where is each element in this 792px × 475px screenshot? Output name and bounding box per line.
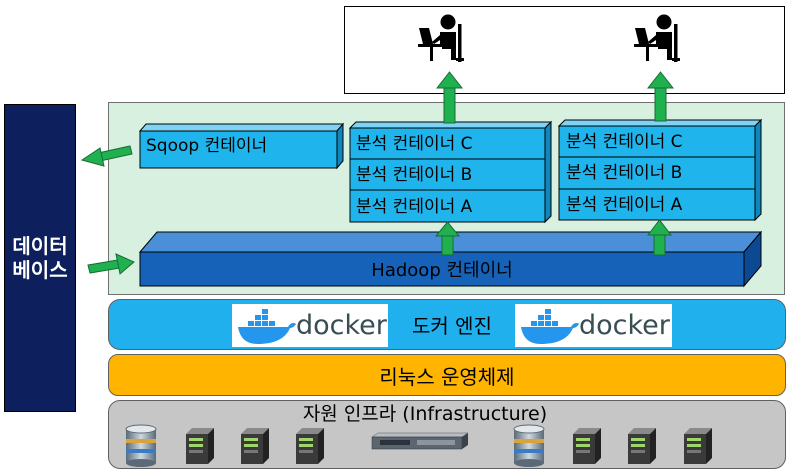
docker-engine-label: 도커 엔진: [412, 313, 492, 338]
docker-engine-band: [108, 299, 786, 350]
hadoop-label: Hadoop 컨테이너: [371, 260, 513, 281]
analysis-right-b: 분석 컨테이너 B: [566, 163, 683, 183]
database-cylinder-icon: [125, 424, 157, 467]
server-tower-icon: [241, 428, 269, 464]
arrow-up-to-users-right: [646, 71, 675, 122]
server-tower-icon: [684, 428, 712, 464]
arrow-up-hadoop-to-analysis-right: [646, 219, 673, 256]
database-label-line1: 데이터: [12, 234, 68, 258]
database-label-line2: 베이스: [12, 258, 68, 282]
server-tower-icon: [573, 428, 601, 464]
docker-whale-icon: [238, 309, 296, 344]
analysis-right-a: 분석 컨테이너 A: [566, 195, 683, 215]
arrow-database-to-hadoop: [87, 253, 135, 275]
arrow-sqoop-to-database: [80, 145, 133, 167]
rack-server-icon: [371, 432, 469, 450]
user-at-computer-icon: [418, 14, 464, 62]
analysis-stack-right-box: [557, 118, 763, 222]
analysis-left-b: 분석 컨테이너 B: [356, 165, 473, 185]
docker-wordmark-left: docker: [296, 310, 387, 341]
infra-label: 자원 인프라 (Infrastructure): [302, 402, 548, 425]
sqoop-label: Sqoop 컨테이너: [146, 136, 268, 156]
users-panel: [344, 6, 785, 94]
sqoop-box: [138, 122, 345, 170]
linux-label: 리눅스 운영체제: [379, 364, 515, 389]
user-at-computer-icon: [634, 14, 680, 62]
server-tower-icon: [296, 428, 324, 464]
server-tower-icon: [186, 428, 214, 464]
database-bar: 데이터 베이스: [4, 104, 76, 412]
database-cylinder-icon: [513, 424, 545, 467]
analysis-left-a: 분석 컨테이너 A: [356, 197, 473, 217]
arrow-up-to-users-left: [435, 71, 464, 124]
analysis-stack-left-box: [348, 120, 553, 224]
docker-whale-icon: [521, 309, 579, 344]
server-tower-icon: [628, 428, 656, 464]
analysis-left-c: 분석 컨테이너 C: [356, 134, 473, 154]
linux-band: 리눅스 운영체제: [108, 354, 786, 396]
analysis-right-c: 분석 컨테이너 C: [566, 132, 683, 152]
docker-wordmark-right: docker: [579, 310, 670, 341]
arrow-up-hadoop-to-analysis-left: [434, 221, 461, 256]
